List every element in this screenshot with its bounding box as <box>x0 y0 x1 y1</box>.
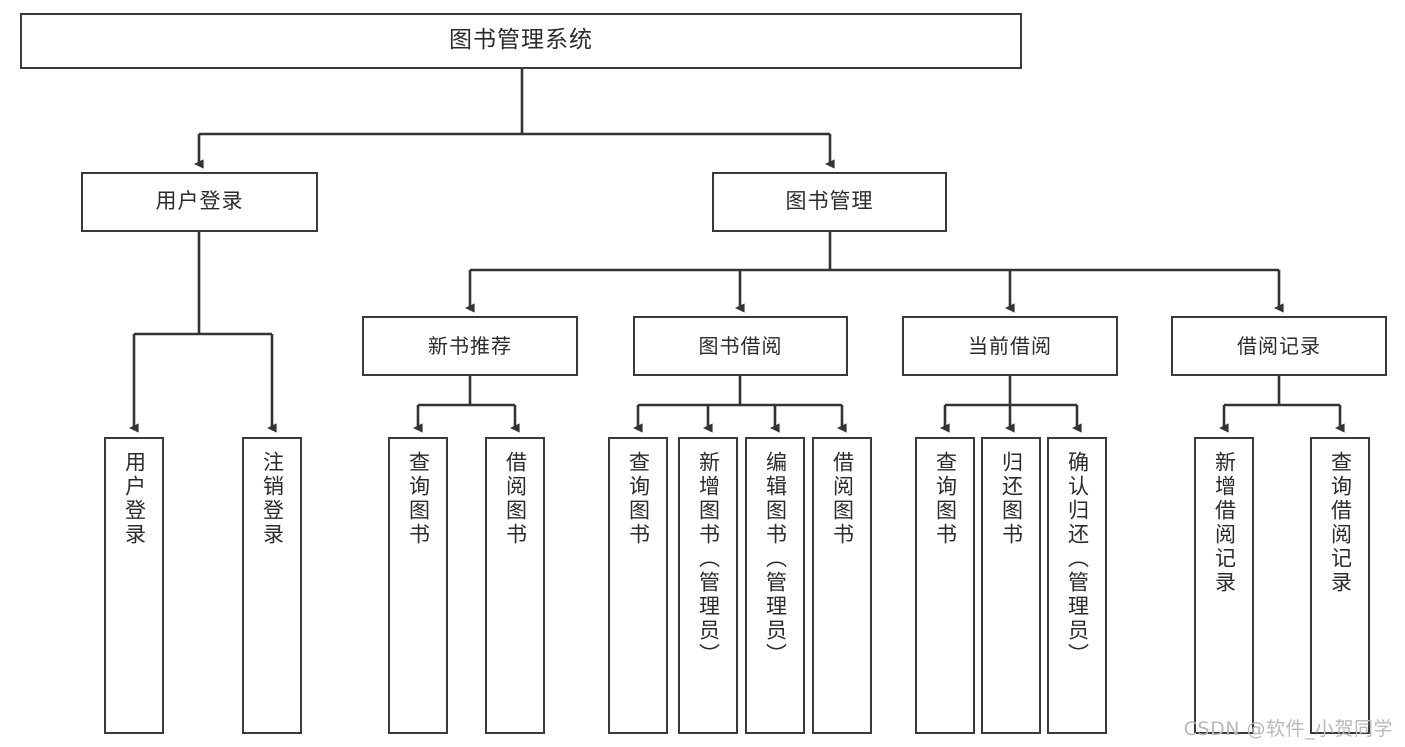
node-new-book-recommend[interactable]: 新书推荐 <box>362 316 578 376</box>
leaf-current-borrow-confirm-return-admin[interactable]: 确认归还（管理员） <box>1047 437 1107 734</box>
node-label: 查询图书 <box>933 451 958 547</box>
leaf-current-borrow-return-book[interactable]: 归还图书 <box>981 437 1041 734</box>
leaf-current-borrow-query-book[interactable]: 查询图书 <box>915 437 975 734</box>
node-current-borrow[interactable]: 当前借阅 <box>902 316 1118 376</box>
node-book-borrow[interactable]: 图书借阅 <box>633 316 848 376</box>
csdn-watermark: CSDN @软件_小贺同学 <box>1183 718 1393 740</box>
node-user-login[interactable]: 用户登录 <box>81 172 318 232</box>
node-label: 图书管理 <box>785 189 874 214</box>
leaf-borrow-record-query-record[interactable]: 查询借阅记录 <box>1310 437 1370 734</box>
leaf-book-borrow-borrow-book[interactable]: 借阅图书 <box>812 437 872 734</box>
node-label: 确认归还（管理员） <box>1065 451 1090 667</box>
node-label: 新增借阅记录 <box>1212 451 1237 595</box>
node-borrow-record[interactable]: 借阅记录 <box>1171 316 1387 376</box>
leaf-book-borrow-edit-book-admin[interactable]: 编辑图书（管理员） <box>745 437 805 734</box>
node-label: 用户登录 <box>155 189 244 214</box>
node-label: 借阅记录 <box>1237 333 1321 358</box>
leaf-book-borrow-query-book[interactable]: 查询图书 <box>608 437 668 734</box>
leaf-new-book-borrow-book[interactable]: 借阅图书 <box>485 437 545 734</box>
node-label: 用户登录 <box>122 451 147 547</box>
leaf-borrow-record-add-record[interactable]: 新增借阅记录 <box>1194 437 1254 734</box>
node-label: 图书管理系统 <box>449 27 593 54</box>
node-label: 注销登录 <box>260 451 285 547</box>
node-root-system[interactable]: 图书管理系统 <box>20 13 1022 69</box>
node-label: 归还图书 <box>999 451 1024 547</box>
leaf-user-login-logout[interactable]: 注销登录 <box>242 437 302 734</box>
node-book-management[interactable]: 图书管理 <box>712 172 947 232</box>
node-label: 借阅图书 <box>503 451 528 547</box>
node-label: 查询图书 <box>626 451 651 547</box>
node-label: 图书借阅 <box>698 333 783 358</box>
node-label: 查询图书 <box>406 451 431 547</box>
node-label: 当前借阅 <box>968 333 1052 358</box>
leaf-book-borrow-add-book-admin[interactable]: 新增图书（管理员） <box>678 437 738 734</box>
node-label: 新增图书（管理员） <box>696 451 721 667</box>
node-label: 查询借阅记录 <box>1328 451 1353 595</box>
leaf-new-book-query-book[interactable]: 查询图书 <box>388 437 448 734</box>
node-label: 编辑图书（管理员） <box>763 451 788 667</box>
node-label: 新书推荐 <box>428 333 512 358</box>
node-label: 借阅图书 <box>830 451 855 547</box>
leaf-user-login-login[interactable]: 用户登录 <box>104 437 164 734</box>
